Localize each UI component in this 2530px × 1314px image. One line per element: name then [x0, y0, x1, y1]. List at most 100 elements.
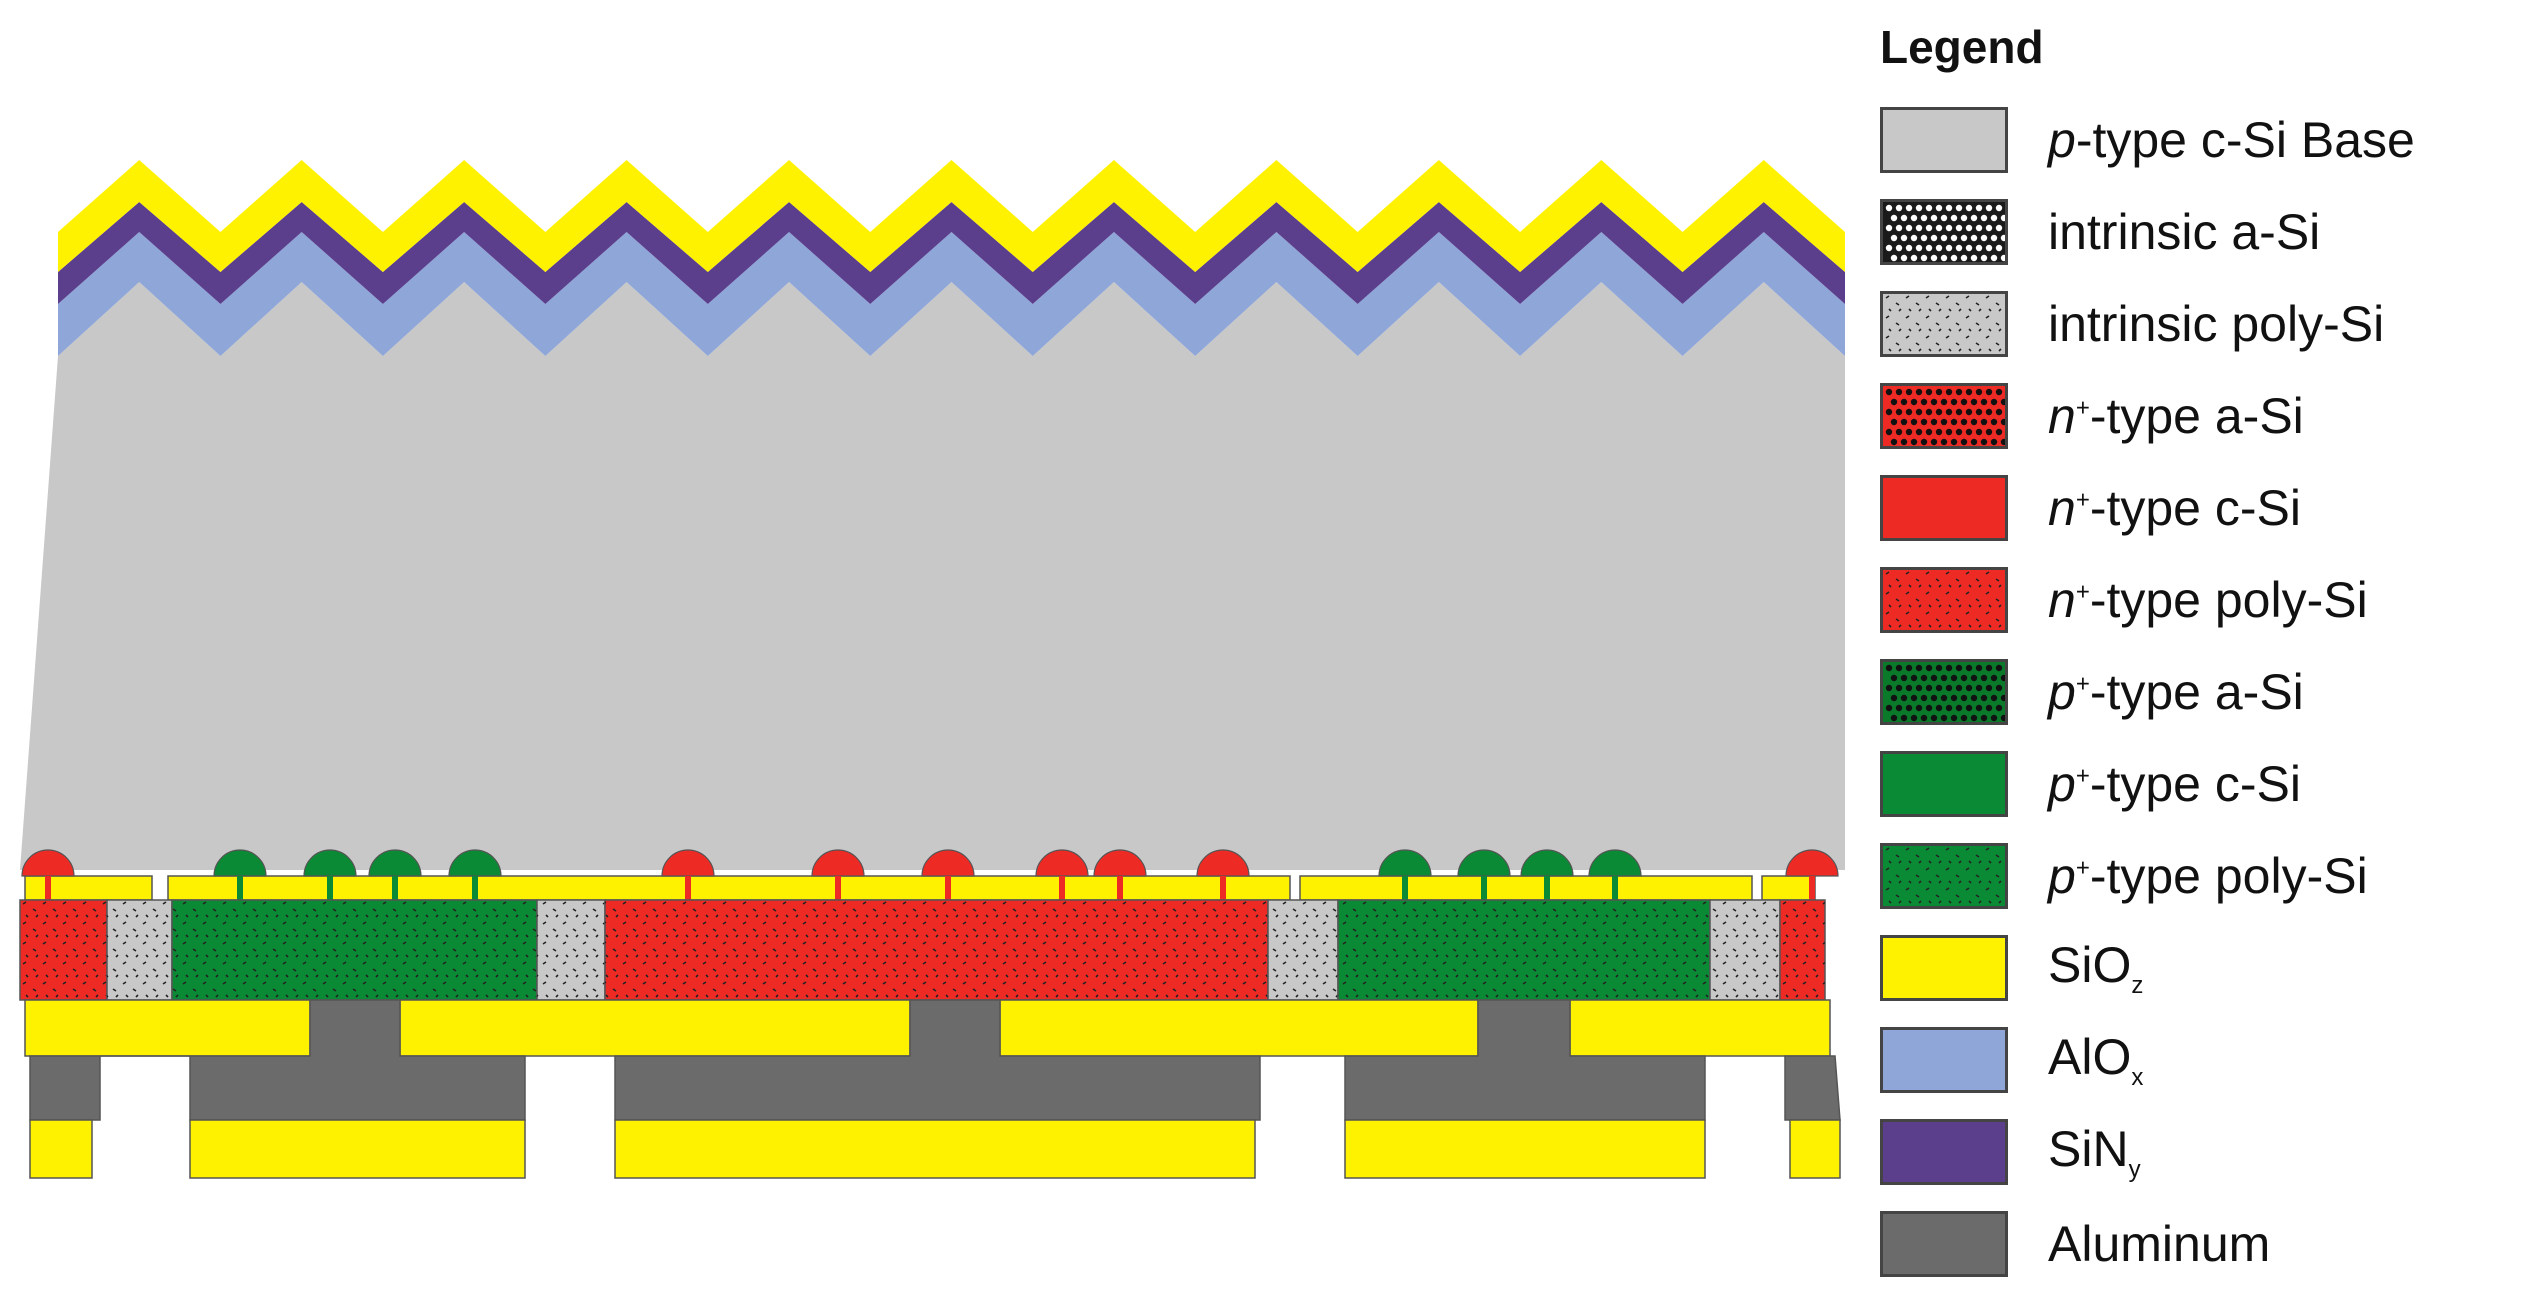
legend-label-italic: n [2048, 388, 2076, 444]
contact-stem-p [237, 876, 243, 900]
legend-label-sup: + [2075, 394, 2090, 422]
contact-dot-n [1035, 849, 1089, 877]
legend-item-n-csi: n+-type c-Si [1880, 462, 2520, 554]
contact-stem-n [685, 876, 691, 900]
rear-contact-stack [19, 849, 1841, 1179]
legend-label-text: SiN [2048, 1121, 2129, 1177]
contact-stem-n [45, 876, 51, 900]
legend-label-text: AlO [2048, 1029, 2132, 1085]
legend-label-sin: SiNy [2048, 1120, 2141, 1184]
poly-region-speckle [20, 900, 107, 1000]
legend-label-text: -type c-Si [2089, 756, 2301, 812]
legend-label-italic: n [2048, 480, 2076, 536]
legend-swatch-n-poly [1880, 567, 2008, 633]
legend-item-al: Aluminum [1880, 1198, 2520, 1290]
legend-swatch-p-base [1880, 107, 2008, 173]
rear-sioz-segment-3 [1569, 999, 1831, 1057]
poly-region-speckle [172, 900, 537, 1000]
poly-region-speckle [1780, 900, 1825, 1000]
contact-stem-n [1220, 876, 1226, 900]
p-type-base-wafer [20, 282, 1845, 870]
legend-label-sup: + [2075, 578, 2090, 606]
legend-label-sup: + [2075, 854, 2090, 882]
legend-label-p-csi: p+-type c-Si [2048, 755, 2301, 813]
bottom-sioz-cap-0 [29, 1119, 93, 1179]
legend-label-sio: SiOz [2048, 936, 2143, 1000]
legend-title: Legend [1880, 21, 2044, 73]
poly-region-speckle [1338, 900, 1710, 1000]
bottom-sioz-cap-4 [1789, 1119, 1841, 1179]
legend-swatch-n-asi [1880, 383, 2008, 449]
rear-sioz-segment-2 [999, 999, 1479, 1057]
rear-thin-sioz-3 [1761, 875, 1816, 901]
legend-label-n-poly: n+-type poly-Si [2048, 571, 2368, 629]
contact-dot-p [303, 849, 357, 877]
legend-item-n-poly: n+-type poly-Si [1880, 554, 2520, 646]
alox-layer [58, 232, 1845, 356]
legend-label-p-asi: p+-type a-Si [2048, 663, 2304, 721]
legend-item-i-asi: intrinsic a-Si [1880, 186, 2520, 278]
contact-dot-p [1457, 849, 1511, 877]
contact-stem-p [472, 876, 478, 900]
contact-dot-p [368, 849, 422, 877]
legend-label-alo: AlOx [2048, 1028, 2143, 1092]
legend-label-italic: p [2048, 756, 2076, 812]
legend-swatch-i-asi [1880, 199, 2008, 265]
legend-label-text: -type c-Si [2089, 480, 2301, 536]
legend-label-italic: p [2048, 664, 2076, 720]
contact-stem-n [1809, 876, 1815, 900]
contact-dot-p [448, 849, 502, 877]
contact-dot-p [213, 849, 267, 877]
legend-item-sin: SiNy [1880, 1106, 2520, 1198]
legend-swatch-p-csi [1880, 751, 2008, 817]
aluminum-finger-3 [1784, 1055, 1841, 1121]
contact-stem-p [1544, 876, 1550, 900]
legend-label-sub: x [2131, 1064, 2144, 1091]
legend-label-sub: z [2131, 972, 2144, 999]
legend-item-alo: AlOx [1880, 1014, 2520, 1106]
legend-label-sup: + [2075, 486, 2090, 514]
rear-thin-sioz-0 [24, 875, 153, 901]
legend-label-text: -type a-Si [2089, 664, 2304, 720]
bottom-sioz-cap-1 [189, 1119, 526, 1179]
contact-dot-p [1378, 849, 1432, 877]
legend-label-n-csi: n+-type c-Si [2048, 479, 2301, 537]
legend-item-n-asi: n+-type a-Si [1880, 370, 2520, 462]
legend-label-sup: + [2075, 762, 2090, 790]
contact-stem-p [1481, 876, 1487, 900]
legend-label-italic: p [2048, 112, 2076, 168]
legend-item-p-asi: p+-type a-Si [1880, 646, 2520, 738]
legend-label-text: -type c-Si Base [2075, 112, 2415, 168]
legend-swatch-sin [1880, 1119, 2008, 1185]
legend-label-text: Aluminum [2048, 1216, 2271, 1272]
rear-sioz-segment-0 [24, 999, 311, 1057]
contact-dot-n [661, 849, 715, 877]
legend-swatch-i-poly [1880, 291, 2008, 357]
legend-label-text: intrinsic a-Si [2048, 204, 2321, 260]
contact-stem-n [835, 876, 841, 900]
bottom-sioz-cap-3 [1344, 1119, 1706, 1179]
legend-label-al: Aluminum [2048, 1215, 2270, 1273]
legend-label-sub: y [2128, 1156, 2141, 1183]
rear-thin-sioz-2 [1299, 875, 1753, 901]
legend-swatch-alo [1880, 1027, 2008, 1093]
legend-item-sio: SiOz [1880, 922, 2520, 1014]
contact-stem-n [1117, 876, 1123, 900]
poly-region-speckle [537, 900, 605, 1000]
poly-region-speckle [1710, 900, 1780, 1000]
legend-item-p-csi: p+-type c-Si [1880, 738, 2520, 830]
contact-stem-p [392, 876, 398, 900]
poly-region-speckle [107, 900, 172, 1000]
bottom-sioz-cap-2 [614, 1119, 1256, 1179]
legend-label-text: -type a-Si [2089, 388, 2304, 444]
rear-sioz-segment-1 [399, 999, 911, 1057]
legend-label-p-poly: p+-type poly-Si [2048, 847, 2368, 905]
cell-cross-section [19, 160, 1845, 1179]
legend-label-i-asi: intrinsic a-Si [2048, 203, 2320, 261]
contact-stem-p [1402, 876, 1408, 900]
legend-label-text: -type poly-Si [2089, 572, 2368, 628]
legend-swatch-p-asi [1880, 659, 2008, 725]
contact-dot-n [811, 849, 865, 877]
